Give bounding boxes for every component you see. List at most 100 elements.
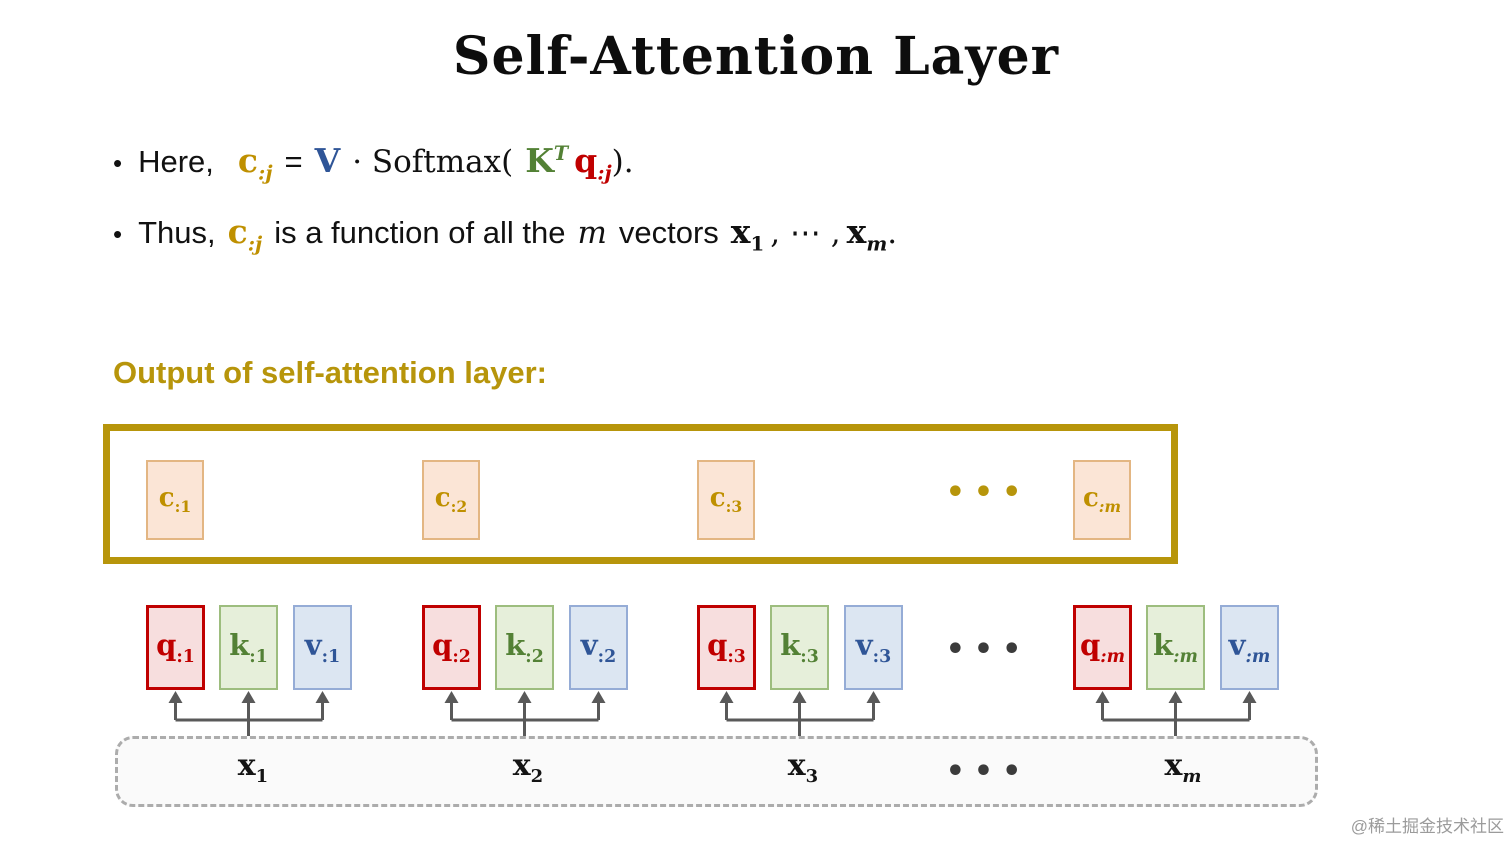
v3-subscript: :3 [872,646,892,667]
q3-subscript: :3 [727,646,746,667]
b2-prefix: Thus, [138,215,216,250]
x2-subscript: 2 [530,766,544,787]
c-cell-m: c:m [1073,460,1131,540]
input-ellipsis: ••• [945,754,1031,789]
input-to-qkv-arrows-3 [719,691,881,737]
v1-subscript: :1 [321,646,341,667]
v2-label: v:2 [581,628,616,667]
formula-V-term: V [314,141,341,180]
x1-subscript: 1 [255,766,269,787]
c-subscript: :j [247,231,263,256]
formula-K-term: KT [525,141,568,180]
b2-x1-term: x1 [731,212,764,256]
v-letter: v [580,628,598,663]
b2-middle: is a function of all the [274,215,566,250]
b2-m-symbol: m [577,215,607,251]
c1-label: c:1 [159,483,191,516]
k-letter: k [780,628,801,663]
q-box-2: q:2 [422,605,481,690]
b2-xm-term: xm [847,212,888,256]
q-box-3: q:3 [697,605,756,690]
k3-label: k:3 [780,628,819,667]
xm-subscript: m [1182,766,1202,787]
v-box-3: v:3 [844,605,903,690]
v-letter: v [855,628,873,663]
x1-subscript: 1 [750,231,765,256]
formula-q-term: q:j [574,141,612,185]
c3-label: c:3 [710,483,742,516]
c-letter: c [709,483,726,514]
k2-label: k:2 [505,628,544,667]
v-letter: v [304,628,322,663]
output-layer-box: c:1 c:2 c:3 c:m ••• [103,424,1178,564]
x-letter: x [787,748,806,783]
v-box-1: v:1 [293,605,352,690]
c-letter: c [1082,483,1099,514]
k2-subscript: :2 [525,646,544,667]
c-letter: c [434,483,451,514]
q-letter: q [156,628,177,663]
formula-c-term: c:j [238,141,273,185]
x-label-3: x3 [788,748,818,787]
x-label-2: x2 [513,748,543,787]
c3-subscript: :3 [725,497,743,517]
b2-vectors: vectors [618,215,719,250]
q1-subscript: :1 [176,646,195,667]
input-to-qkv-arrows-2 [444,691,606,737]
k1-subscript: :1 [249,646,268,667]
q-letter: q [432,628,453,663]
q2-label: q:2 [432,628,471,667]
c2-label: c:2 [435,483,467,516]
bullet-marker: • [113,219,123,249]
section-heading: Output of self-attention layer: [113,355,547,390]
input-sequence-box: x1 x2 x3 ••• xm [115,736,1318,807]
c-subscript: :j [258,160,273,185]
q2-subscript: :2 [452,646,471,667]
k-box-3: k:3 [770,605,829,690]
bullet-marker: • [113,148,123,178]
x-letter: x [237,748,256,783]
watermark: @稀土掘金技术社区 [1350,817,1504,836]
v-box-m: v:m [1220,605,1279,690]
input-to-qkv-arrows-m [1095,691,1257,737]
c2-subscript: :2 [450,497,468,517]
formula-softmax: · Softmax( [352,144,514,180]
output-ellipsis: ••• [945,475,1031,510]
k-letter: K [525,141,554,180]
page-title: Self-Attention Layer [452,26,1060,87]
input-to-qkv-arrows-1 [168,691,330,737]
k-letter: k [505,628,526,663]
x-label-1: x1 [238,748,268,787]
formula-equals: = [284,144,303,179]
q-box-m: q:m [1073,605,1132,690]
x-letter: x [730,212,751,251]
k1-label: k:1 [229,628,268,667]
k-box-2: k:2 [495,605,554,690]
qkv-group-m: q:m k:m v:m [1073,605,1279,690]
v3-label: v:3 [856,628,891,667]
k-transpose: T [553,142,569,165]
qkv-group-2: q:2 k:2 v:2 [422,605,628,690]
formula-prefix: Here, [138,144,214,179]
b2-period: . [887,215,898,251]
k-letter: k [1153,628,1174,663]
bullet-thus: • Thus, c:j is a function of all the m v… [113,212,897,256]
q-subscript: :j [597,160,612,185]
q1-label: q:1 [156,628,195,667]
c-cell-2: c:2 [422,460,480,540]
k-box-1: k:1 [219,605,278,690]
c-cell-1: c:1 [146,460,204,540]
x-label-m: xm [1165,748,1202,787]
v1-label: v:1 [305,628,340,667]
c-letter: c [158,483,175,514]
x-letter: x [512,748,531,783]
cm-label: c:m [1083,483,1121,516]
qm-label: q:m [1080,628,1125,667]
vm-label: v:m [1229,628,1271,667]
xm-subscript: m [866,231,888,256]
km-subscript: :m [1173,646,1198,667]
k3-subscript: :3 [800,646,819,667]
groups-ellipsis: ••• [945,632,1031,667]
b2-cdots: , ⋯ , [770,215,841,251]
